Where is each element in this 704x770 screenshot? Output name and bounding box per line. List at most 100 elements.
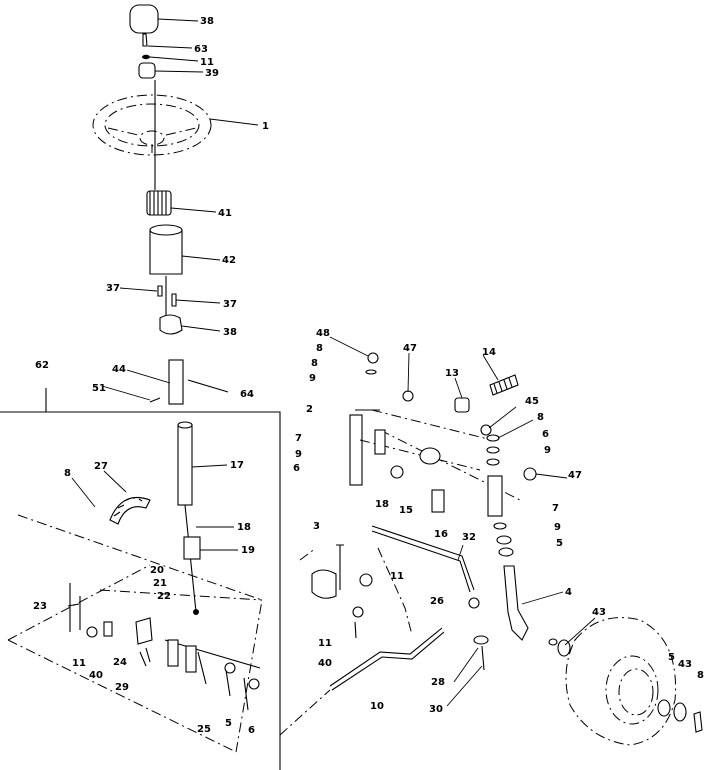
callout-37: 37: [106, 283, 120, 294]
callout-6: 6: [248, 725, 255, 736]
front-axle-assembly: [279, 352, 537, 736]
callout-5: 5: [225, 718, 232, 729]
callout-1: 1: [262, 121, 269, 132]
washer-6: [248, 678, 260, 690]
callout-17: 17: [230, 460, 244, 471]
washer-22: [193, 609, 199, 615]
washer-5-outer: [657, 699, 671, 717]
callout-2: 2: [306, 404, 313, 415]
callout-8: 8: [697, 670, 704, 681]
callout-4: 4: [565, 587, 572, 598]
front-wheel: [548, 617, 703, 746]
washer-7-right: [493, 522, 507, 530]
bushing-18: [374, 429, 386, 455]
callout-22: 22: [157, 591, 171, 602]
washer-43-outer: [673, 702, 687, 722]
pin-29: [139, 647, 151, 667]
washer-5: [224, 662, 236, 674]
steering-cap: [129, 4, 159, 34]
hub-cap: [548, 638, 558, 646]
callout-28: 28: [431, 677, 445, 688]
gear-assembly-inset: [0, 388, 281, 770]
callout-8: 8: [64, 468, 71, 479]
block-b: [185, 645, 197, 673]
callout-38: 38: [200, 16, 214, 27]
bracket-23: [69, 583, 81, 632]
callout-9: 9: [309, 373, 316, 384]
steering-insert: [138, 62, 156, 79]
callout-11: 11: [200, 57, 214, 68]
callout-62: 62: [35, 360, 49, 371]
callout-51: 51: [92, 383, 106, 394]
callout-30: 30: [429, 704, 443, 715]
callout-44: 44: [112, 364, 126, 375]
cap-screw: [142, 33, 148, 47]
washer-8: [365, 369, 377, 375]
callout-16: 16: [434, 529, 448, 540]
callout-7: 7: [295, 433, 302, 444]
callout-14: 14: [482, 347, 496, 358]
callout-6: 6: [542, 429, 549, 440]
callout-26: 26: [430, 596, 444, 607]
bolt-15: [390, 465, 404, 479]
callout-9: 9: [554, 522, 561, 533]
bushing-40: [103, 621, 113, 637]
drag-link-axle: [164, 639, 261, 669]
pin-64: [187, 379, 229, 393]
callout-47: 47: [403, 343, 417, 354]
callout-24: 24: [113, 657, 127, 668]
washer-5-lower: [498, 547, 514, 557]
callout-39: 39: [205, 68, 219, 79]
callout-11: 11: [72, 658, 86, 669]
callouts: 38 63 11 39 1 41 42 37 37 38 62 44 51 64…: [33, 16, 704, 736]
spindle-right: [487, 475, 503, 517]
washer-6-right: [486, 446, 500, 454]
inset-frame: [0, 388, 281, 770]
callout-45: 45: [525, 396, 539, 407]
callout-8: 8: [316, 343, 323, 354]
washer-28: [473, 635, 489, 645]
pin-51: [149, 397, 161, 403]
callout-41: 41: [218, 208, 232, 219]
callout-8: 8: [311, 358, 318, 369]
callout-8: 8: [537, 412, 544, 423]
callout-40: 40: [89, 670, 103, 681]
pin-30: [481, 645, 485, 671]
washer-8-right: [486, 434, 500, 442]
callout-27: 27: [94, 461, 108, 472]
callout-18: 18: [375, 499, 389, 510]
column-tube: [168, 359, 184, 405]
callout-5: 5: [668, 652, 675, 663]
callout-25: 25: [197, 724, 211, 735]
bolt-right: [171, 293, 177, 307]
bushing-40-lower: [354, 621, 357, 639]
callout-11: 11: [318, 638, 332, 649]
nut-26: [468, 597, 480, 609]
tie-rod: [371, 525, 475, 593]
washer-11-tie: [359, 573, 373, 587]
nut-47-left: [402, 390, 414, 402]
nut-47-right: [523, 467, 537, 481]
callout-64: 64: [240, 389, 254, 400]
callout-11: 11: [390, 571, 404, 582]
leader-lines: [67, 18, 596, 707]
callout-19: 19: [241, 545, 255, 556]
washer-11-lower: [352, 606, 364, 618]
spacer-lines: [197, 651, 249, 711]
steering-gear: [146, 190, 172, 216]
washer-43-inner: [557, 639, 571, 657]
universal-joint: [159, 314, 183, 335]
spacer-13: [454, 397, 470, 413]
pivot-bushing: [419, 447, 441, 465]
spindle-left: [349, 414, 363, 486]
callout-10: 10: [370, 701, 384, 712]
callout-5: 5: [556, 538, 563, 549]
steering-wheel: [92, 94, 212, 156]
callout-40: 40: [318, 658, 332, 669]
callout-21: 21: [153, 578, 167, 589]
callout-47: 47: [568, 470, 582, 481]
callout-9: 9: [295, 449, 302, 460]
steering-column-assembly: [92, 4, 229, 405]
spindle-arm-3: [311, 569, 337, 599]
